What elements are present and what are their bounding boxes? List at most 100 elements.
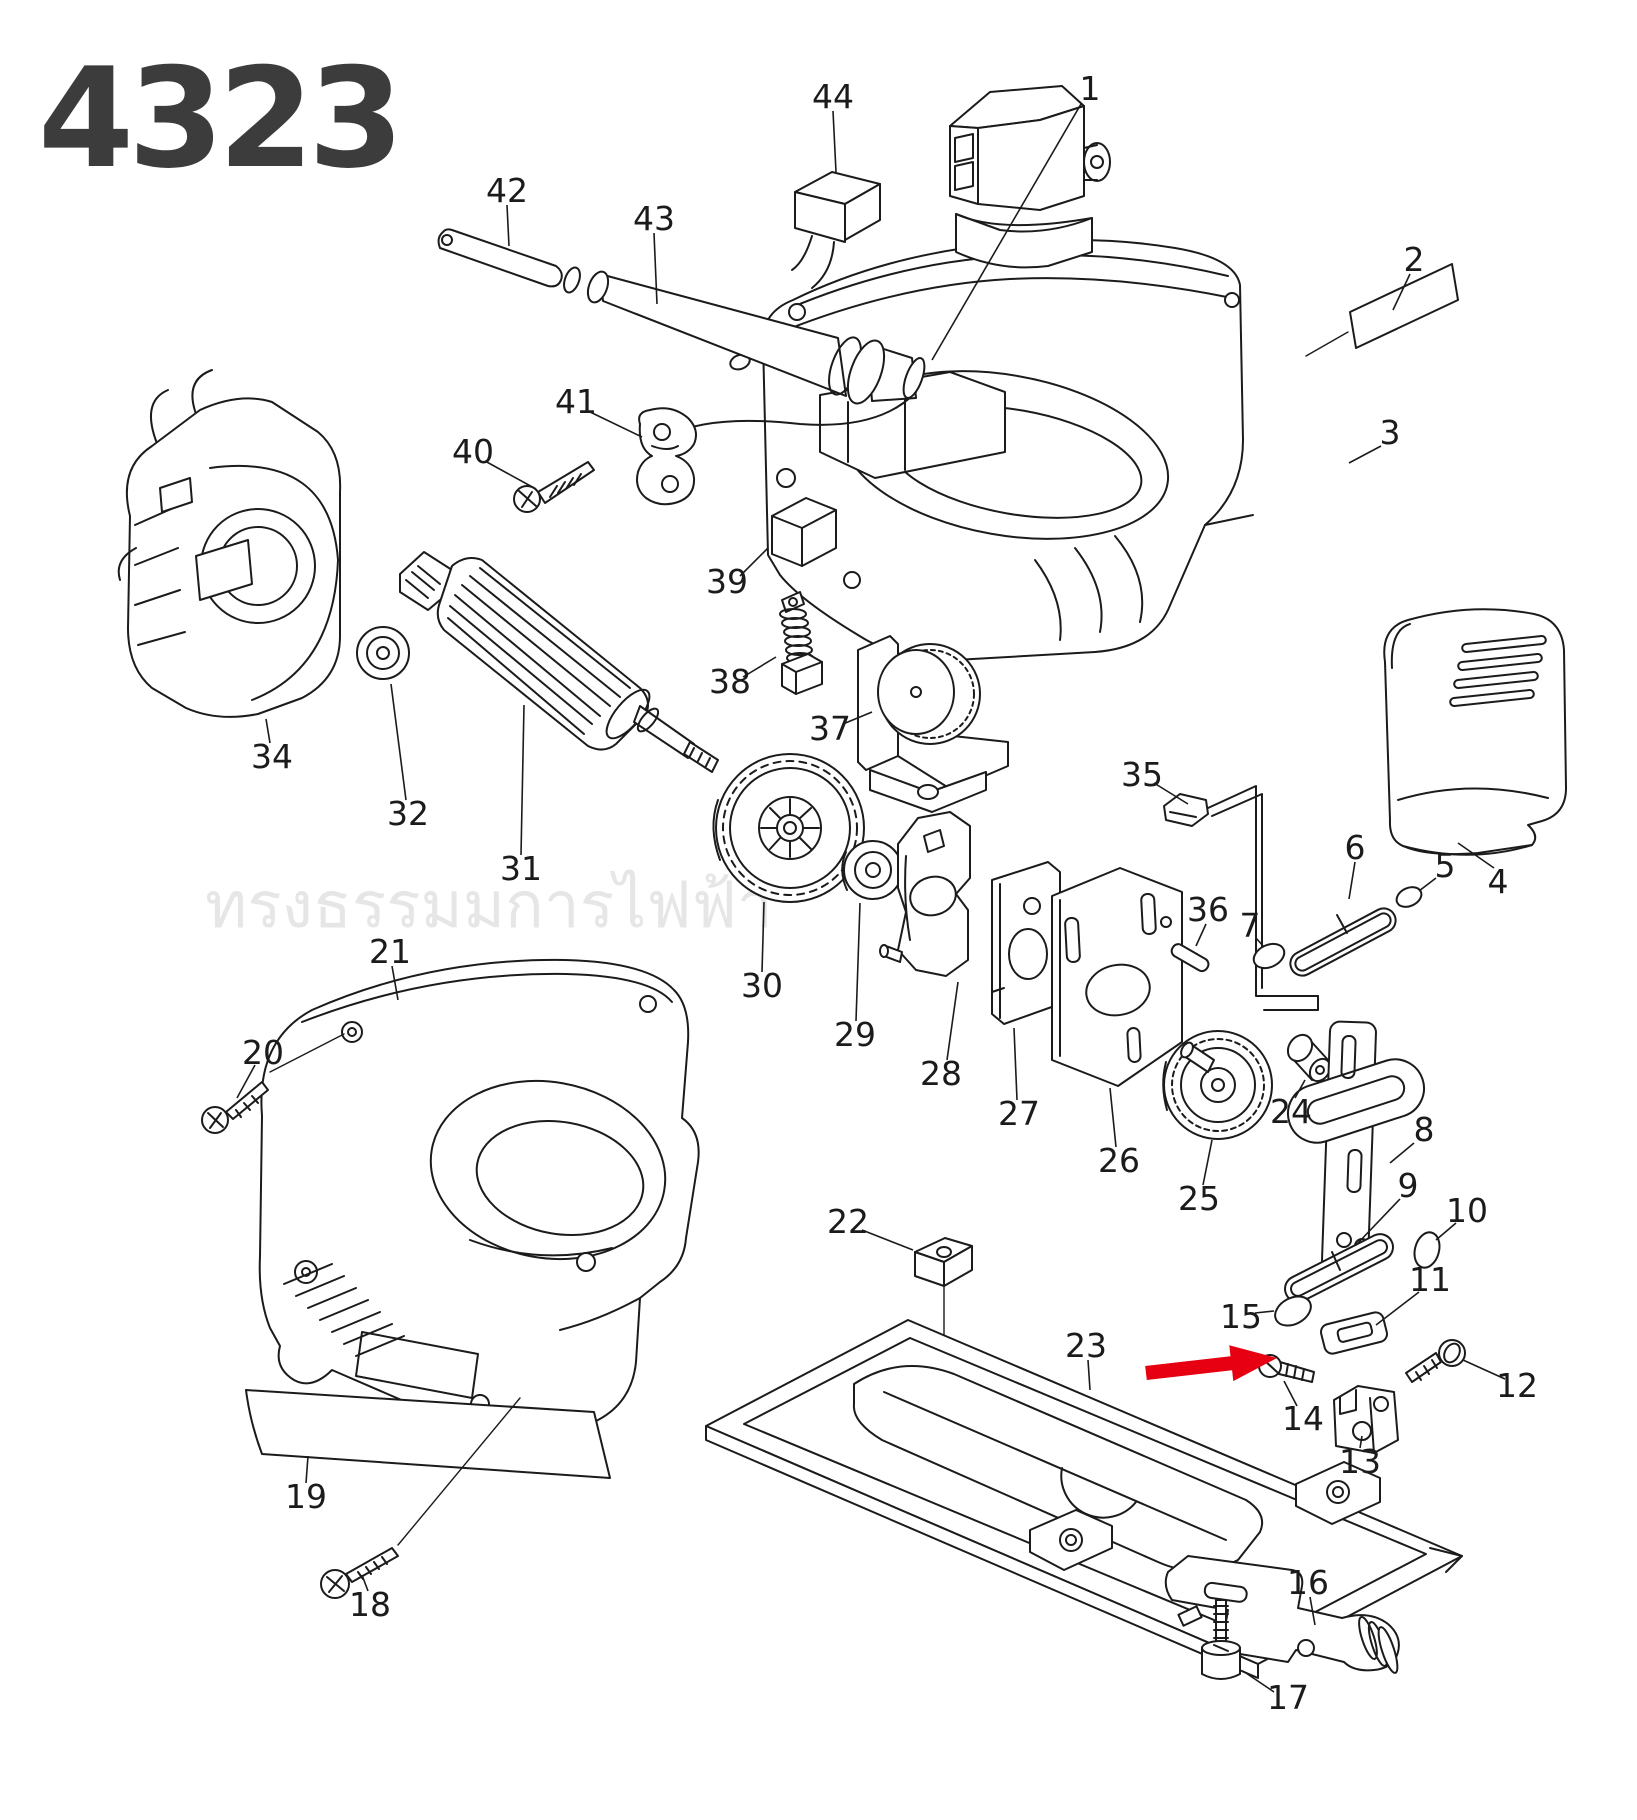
part-label-8: 8 — [1414, 1110, 1435, 1149]
part-label-40: 40 — [452, 432, 494, 471]
part-drawings — [117, 85, 1567, 1680]
part-label-30: 30 — [741, 966, 783, 1005]
part-label-16: 16 — [1287, 1563, 1329, 1602]
highlight-arrow — [1145, 1345, 1277, 1382]
part-26-guide-plate — [1051, 867, 1183, 1087]
part-label-23: 23 — [1065, 1326, 1107, 1365]
part-leader-28 — [946, 981, 959, 1061]
part-label-36: 36 — [1187, 890, 1229, 929]
part-11-plate — [1320, 1311, 1388, 1355]
part-label-29: 29 — [834, 1015, 876, 1054]
part-leader-11 — [1375, 1291, 1420, 1326]
part-leader-14 — [1283, 1380, 1298, 1407]
part-9-guide-bar — [1284, 1233, 1394, 1303]
part-8-slider — [1287, 1020, 1425, 1272]
part-44-condenser — [791, 171, 881, 289]
part-label-41: 41 — [555, 382, 597, 421]
part-37-pulley-assembly — [857, 635, 1009, 813]
part-leader-21 — [391, 965, 399, 1001]
part-24-bushing — [1286, 1033, 1332, 1083]
part-label-20: 20 — [242, 1033, 284, 1072]
part-leader-31 — [520, 704, 525, 856]
part-4-dust-cover — [1383, 608, 1567, 856]
part-label-18: 18 — [349, 1585, 391, 1624]
part-19-label-sticker — [245, 1389, 611, 1479]
part-label-6: 6 — [1345, 828, 1366, 867]
part-label-10: 10 — [1446, 1191, 1488, 1230]
part-leader-10 — [1435, 1222, 1457, 1241]
part-leader-3 — [1348, 445, 1382, 464]
part-25-cam-gear — [1162, 1030, 1273, 1140]
part-label-24: 24 — [1270, 1092, 1312, 1131]
part-leader-35 — [1153, 782, 1189, 805]
part-34-field — [117, 369, 342, 718]
part-7-ring — [1252, 942, 1286, 970]
part-31-armature — [399, 551, 719, 773]
part-leader-44 — [832, 110, 837, 173]
watermark-text: ทรงธรรมมการไฟฟ้า — [205, 869, 773, 943]
part-label-1: 1 — [1080, 69, 1101, 108]
part-label-26: 26 — [1098, 1141, 1140, 1180]
leader-lines — [236, 103, 1506, 1693]
part-leader-32 — [390, 683, 407, 801]
part-label-34: 34 — [251, 737, 293, 776]
part-27-plate — [991, 861, 1061, 1025]
part-leader-39 — [739, 547, 769, 577]
part-leader-30 — [761, 901, 765, 973]
part-label-2: 2 — [1404, 240, 1425, 279]
part-number-labels: 1234567891011121314151617181920212223242… — [242, 69, 1538, 1717]
part-label-25: 25 — [1178, 1179, 1220, 1218]
part-label-11: 11 — [1409, 1260, 1451, 1299]
part-40-screw — [513, 461, 595, 513]
part-leader-24 — [1294, 1079, 1306, 1099]
part-12-screw — [1405, 1339, 1466, 1383]
part-label-12: 12 — [1496, 1366, 1538, 1405]
part-label-17: 17 — [1267, 1678, 1309, 1717]
part-leader-40 — [484, 460, 537, 490]
part-1-switch — [949, 85, 1111, 269]
part-label-22: 22 — [827, 1202, 869, 1241]
part-label-44: 44 — [812, 77, 854, 116]
part-39-brush-holder — [771, 497, 837, 567]
part-label-21: 21 — [369, 932, 411, 971]
part-leader-29 — [855, 902, 861, 1022]
part-17-screw — [1201, 1599, 1241, 1680]
part-label-3: 3 — [1380, 413, 1401, 452]
part-leader-15 — [1254, 1310, 1275, 1314]
part-leader-25 — [1202, 1139, 1213, 1186]
part-leader-38 — [742, 656, 777, 678]
part-label-31: 31 — [500, 849, 542, 888]
part-42-rod — [437, 228, 563, 288]
part-leader-13 — [1359, 1435, 1363, 1449]
part-label-43: 43 — [633, 199, 675, 238]
part-2-label-sticker — [1305, 263, 1459, 357]
part-35-wire-guide — [1163, 785, 1319, 1011]
part-label-5: 5 — [1435, 846, 1456, 885]
model-number-title: 4323 — [38, 38, 398, 199]
part-28-counter-weight — [879, 811, 971, 977]
part-leader-37 — [842, 711, 873, 725]
part-label-7: 7 — [1240, 906, 1261, 945]
part-leader-4 — [1457, 842, 1495, 869]
part-leader-6 — [1348, 861, 1356, 900]
part-20-screw — [201, 1033, 345, 1134]
part-leader-23 — [1087, 1359, 1091, 1391]
part-label-42: 42 — [486, 171, 528, 210]
part-label-19: 19 — [285, 1477, 327, 1516]
part-label-37: 37 — [809, 709, 851, 748]
part-leader-18 — [361, 1574, 369, 1592]
part-32-bearing — [356, 626, 410, 680]
part-leader-1 — [931, 103, 1082, 361]
part-label-39: 39 — [706, 562, 748, 601]
part-6-slide-bar — [1289, 907, 1397, 977]
part-label-35: 35 — [1121, 755, 1163, 794]
part-22-square-nut — [914, 1237, 973, 1439]
part-41-cord-clip — [636, 407, 697, 506]
part-leader-41 — [587, 410, 643, 438]
part-leader-7 — [1255, 937, 1265, 948]
part-label-14: 14 — [1282, 1399, 1324, 1438]
part-29-bearing — [841, 840, 903, 900]
part-leader-27 — [1013, 1027, 1018, 1101]
part-leader-2 — [1392, 273, 1411, 311]
